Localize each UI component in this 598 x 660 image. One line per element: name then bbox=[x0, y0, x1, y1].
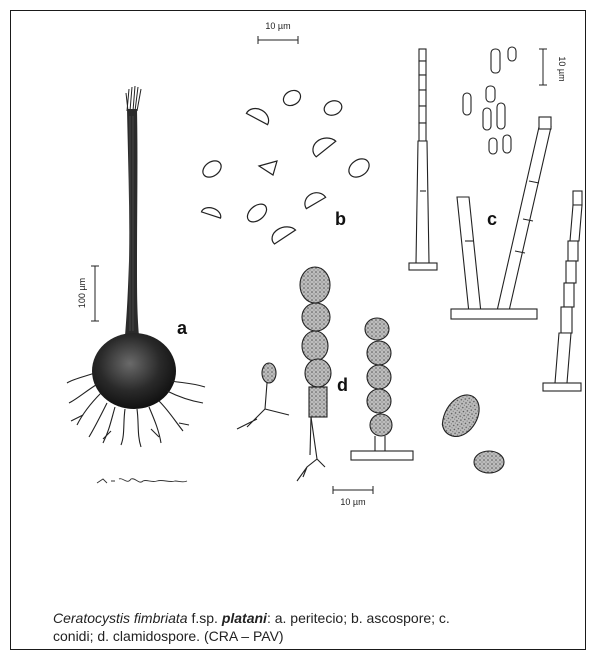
caption-line2: conidi; d. clamidospore. (CRA – PAV) bbox=[53, 628, 284, 644]
chlamydospores-drawing: d bbox=[237, 267, 504, 481]
label-b: b bbox=[335, 209, 346, 229]
label-c: c bbox=[487, 209, 497, 229]
label-d: d bbox=[337, 375, 348, 395]
caption-host: platani bbox=[222, 610, 267, 626]
caption-forma: f.sp. bbox=[188, 610, 222, 626]
scale-label-top: 10 µm bbox=[265, 21, 290, 31]
conidia-drawing: 10 µm c bbox=[409, 47, 582, 391]
perithecium-drawing: 100 µm a bbox=[67, 86, 205, 483]
illustration-plate: 100 µm a b 10 µm bbox=[11, 11, 586, 601]
scale-bar-top bbox=[258, 36, 298, 44]
scale-label-100um: 100 µm bbox=[77, 278, 87, 308]
scale-bar-bottom bbox=[333, 486, 373, 494]
scale-label-bottom: 10 µm bbox=[340, 497, 365, 507]
ascospores-drawing: b bbox=[200, 87, 373, 244]
figure-frame: 100 µm a b 10 µm bbox=[10, 10, 586, 650]
scale-label-right: 10 µm bbox=[557, 56, 567, 81]
scale-bar-100um bbox=[91, 266, 99, 321]
label-a: a bbox=[177, 318, 188, 338]
caption-species: Ceratocystis fimbriata bbox=[53, 610, 188, 626]
caption-parts: : a. peritecio; b. ascospore; c. bbox=[267, 610, 450, 626]
figure-caption: Ceratocystis fimbriata f.sp. platani: a.… bbox=[53, 609, 573, 645]
artist-signature bbox=[97, 479, 187, 483]
